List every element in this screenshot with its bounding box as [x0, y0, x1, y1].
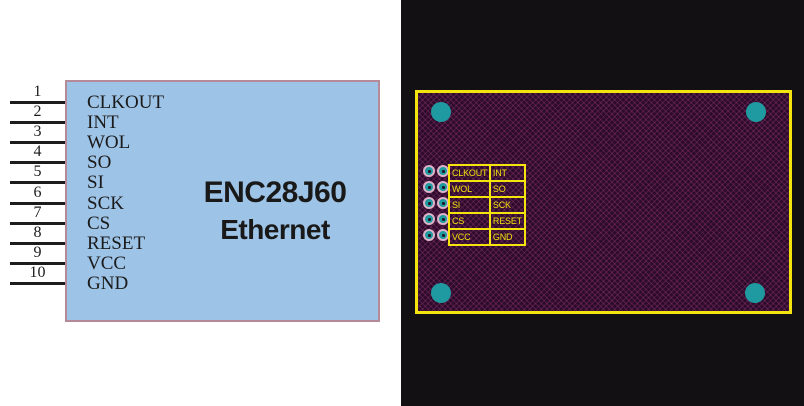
through-hole-pad	[437, 229, 449, 241]
silk-label: SO	[489, 181, 525, 197]
pin-number: 6	[33, 183, 42, 201]
pin-number: 10	[29, 263, 46, 281]
pin-line	[10, 201, 65, 205]
silk-label: GND	[489, 229, 525, 245]
pin-label: SO	[87, 152, 112, 174]
pin-number: 8	[33, 223, 42, 241]
pin-number: 2	[33, 103, 42, 121]
pin-number: 7	[33, 203, 42, 221]
pad-annular-ring	[425, 183, 433, 191]
pad-annular-ring	[425, 215, 433, 223]
mount-hole-bottom-right	[745, 283, 765, 303]
pin-line	[10, 161, 65, 165]
pin-line	[10, 221, 65, 225]
silk-label: INT	[489, 165, 525, 181]
part-function: Ethernet	[220, 213, 330, 245]
pad-annular-ring	[425, 231, 433, 239]
through-hole-pad	[423, 181, 435, 193]
pad-annular-ring	[439, 215, 447, 223]
pin-label: INT	[87, 112, 119, 134]
silk-label: SI	[449, 197, 490, 213]
through-hole-pad	[437, 165, 449, 177]
pad-annular-ring	[439, 167, 447, 175]
pad-annular-ring	[439, 231, 447, 239]
pad-drill-hole	[441, 185, 445, 189]
pin-line	[10, 181, 65, 185]
silk-label: CS	[449, 213, 490, 229]
mount-hole-bottom-left	[431, 283, 451, 303]
pin-label: WOL	[87, 132, 131, 154]
pad-drill-hole	[427, 185, 431, 189]
pin-label: VCC	[87, 252, 127, 274]
pad-drill-hole	[427, 201, 431, 205]
pin-line	[10, 141, 65, 145]
pin-number: 3	[33, 123, 42, 141]
through-hole-pad	[423, 229, 435, 241]
pad-drill-hole	[441, 233, 445, 237]
silk-label: SCK	[489, 197, 525, 213]
pin-line	[10, 281, 65, 285]
pin-label: RESET	[87, 232, 146, 254]
pin-label: CS	[87, 212, 111, 234]
pin-line	[10, 261, 65, 265]
silk-label: RESET	[489, 213, 525, 229]
through-hole-pad	[437, 181, 449, 193]
symbol-title: ENC28J60 Ethernet	[172, 174, 378, 247]
pad-annular-ring	[439, 199, 447, 207]
pad-drill-hole	[441, 201, 445, 205]
pad-drill-hole	[441, 217, 445, 221]
pin-number: 9	[33, 243, 42, 261]
pad-drill-hole	[427, 169, 431, 173]
through-hole-pad	[423, 165, 435, 177]
pin-label: SI	[87, 172, 104, 194]
pad-annular-ring	[425, 199, 433, 207]
part-number: ENC28J60	[203, 176, 347, 209]
pin-label: CLKOUT	[87, 92, 165, 114]
pin-number: 5	[33, 163, 42, 181]
silk-label: WOL	[449, 181, 490, 197]
mount-hole-top-right	[746, 102, 766, 122]
pin-line	[10, 101, 65, 104]
through-hole-pad	[437, 197, 449, 209]
pin-line	[10, 121, 65, 125]
pin-number: 1	[33, 83, 42, 100]
pin-number: 4	[33, 143, 42, 161]
pin-line	[10, 241, 65, 245]
pad-drill-hole	[427, 233, 431, 237]
silk-label: VCC	[449, 229, 490, 245]
pad-drill-hole	[441, 169, 445, 173]
through-hole-pad	[437, 213, 449, 225]
through-hole-pad	[423, 197, 435, 209]
through-hole-pad	[423, 213, 435, 225]
pad-annular-ring	[425, 167, 433, 175]
silk-label: CLKOUT	[449, 165, 490, 181]
pad-drill-hole	[427, 217, 431, 221]
pin-label: SCK	[87, 192, 124, 214]
pad-annular-ring	[439, 183, 447, 191]
pin-label: GND	[87, 273, 129, 295]
mount-hole-top-left	[431, 102, 451, 122]
